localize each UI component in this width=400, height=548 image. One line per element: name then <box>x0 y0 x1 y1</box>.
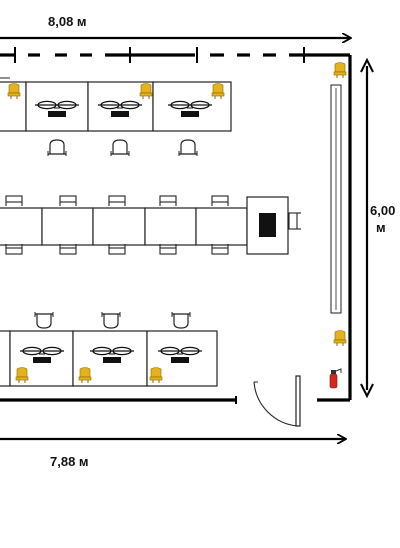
side-chair-icon <box>5 195 23 207</box>
top-dimension: 8,08 м <box>0 14 350 38</box>
table-segment <box>92 207 146 246</box>
bottom-wall <box>0 396 350 404</box>
side-chair-icon <box>159 195 177 207</box>
door-icon <box>253 375 301 427</box>
side-chair-icon <box>211 195 229 207</box>
side-chair-icon <box>59 195 77 207</box>
fire-extinguisher-icon <box>329 368 342 389</box>
side-chair-icon <box>108 195 126 207</box>
top-wall <box>0 47 350 63</box>
office-chair-icon <box>47 139 67 157</box>
top-desk-row <box>0 77 232 157</box>
bottom-desk-row <box>0 311 218 387</box>
right-wall <box>330 55 352 400</box>
desk <box>0 330 11 387</box>
bottom-dimension: 7,88 м <box>0 439 345 469</box>
monitor-icon <box>259 213 276 237</box>
office-chair-icon <box>34 311 54 329</box>
office-chair-icon <box>171 311 191 329</box>
right-dimension: 6,00 м <box>360 57 395 399</box>
table-segment <box>41 207 94 246</box>
office-chair-icon <box>101 311 121 329</box>
table-segment <box>144 207 197 246</box>
bottom-length-label: 7,88 м <box>50 454 89 469</box>
chair-badge-icon <box>333 330 347 347</box>
table-segment <box>0 207 43 246</box>
table-segment <box>195 207 248 246</box>
chair-badge-icon <box>333 62 347 79</box>
top-length-label: 8,08 м <box>48 14 87 29</box>
desk <box>25 81 89 132</box>
meeting-table-row <box>0 195 301 255</box>
office-chair-icon <box>110 139 130 157</box>
display-stand <box>246 196 289 255</box>
right-length-unit: м <box>376 220 386 235</box>
office-chair-icon <box>178 139 198 157</box>
right-length-value: 6,00 <box>370 203 395 218</box>
